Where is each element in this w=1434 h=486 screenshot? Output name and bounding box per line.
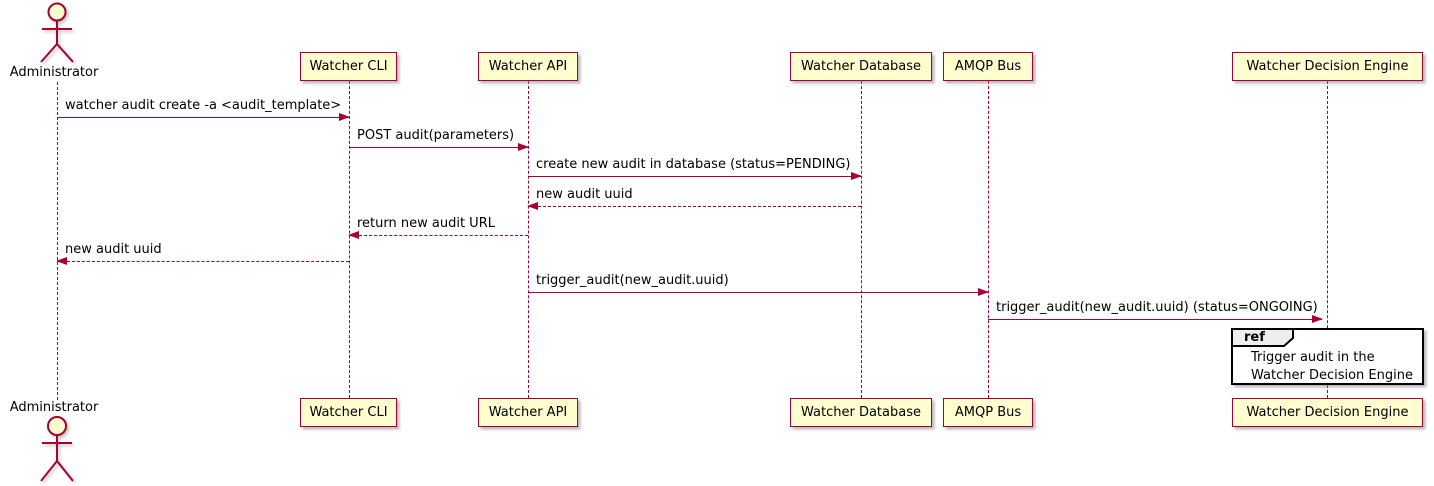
arrowhead-left-icon (56, 257, 67, 265)
lifeline-amqp-bus (988, 81, 989, 398)
participant-label: Watcher API (488, 405, 568, 420)
arrowhead-right-icon (518, 143, 529, 151)
arrowhead-right-icon (851, 172, 862, 180)
ref-fragment: ref Trigger audit in the Watcher Decisio… (1231, 328, 1424, 385)
participant-watcher-decision-engine-bottom: Watcher Decision Engine (1232, 398, 1423, 427)
participant-watcher-cli-top: Watcher CLI (300, 52, 397, 81)
participant-label: Watcher CLI (309, 405, 388, 420)
lifeline-watcher-cli (349, 81, 350, 398)
message-line (528, 176, 861, 177)
participant-label: Watcher Database (801, 59, 921, 74)
ref-text-line: Watcher Decision Engine (1251, 368, 1413, 383)
message-line (528, 206, 861, 207)
participant-watcher-decision-engine-top: Watcher Decision Engine (1232, 52, 1423, 81)
actor-label-administrator-bottom: Administrator (9, 400, 99, 415)
message-line (57, 117, 349, 118)
actor-label-administrator-top: Administrator (9, 65, 99, 80)
message-line (988, 319, 1322, 320)
arrowhead-left-icon (348, 231, 359, 239)
ref-header-pentagon-icon (1231, 328, 1294, 347)
administrator-actor-icon-bottom (40, 416, 74, 482)
message-label: new audit uuid (536, 187, 633, 202)
message-label: watcher audit create -a <audit_template> (65, 98, 342, 113)
message-label: trigger_audit(new_audit.uuid) (536, 273, 729, 288)
participant-label: Watcher CLI (309, 59, 388, 74)
lifeline-watcher-database (861, 81, 862, 398)
message-label: trigger_audit(new_audit.uuid) (status=ON… (996, 300, 1318, 315)
lifeline-watcher-decision-engine (1327, 81, 1328, 398)
ref-keyword: ref (1244, 330, 1265, 345)
participant-label: Watcher Database (801, 405, 921, 420)
message-label: create new audit in database (status=PEN… (536, 157, 851, 172)
arrowhead-right-icon (339, 113, 350, 121)
message-line (349, 235, 528, 236)
message-label: return new audit URL (357, 216, 495, 231)
participant-watcher-cli-bottom: Watcher CLI (300, 398, 397, 427)
participant-label: Watcher Decision Engine (1246, 405, 1409, 420)
participant-label: Watcher Decision Engine (1246, 59, 1409, 74)
participant-label: AMQP Bus (954, 59, 1022, 74)
administrator-actor-icon-top (40, 2, 74, 63)
message-line (349, 147, 528, 148)
participant-watcher-database-bottom: Watcher Database (790, 398, 932, 427)
participant-label: Watcher API (488, 59, 568, 74)
message-line (57, 261, 349, 262)
arrowhead-right-icon (978, 288, 989, 296)
participant-amqp-bus-bottom: AMQP Bus (943, 398, 1033, 427)
participant-label: AMQP Bus (954, 405, 1022, 420)
message-label: new audit uuid (65, 242, 162, 257)
lifeline-watcher-api (528, 81, 529, 398)
participant-watcher-api-bottom: Watcher API (478, 398, 578, 427)
message-label: POST audit(parameters) (357, 128, 515, 143)
arrowhead-right-icon (1312, 315, 1323, 323)
arrowhead-left-icon (527, 202, 538, 210)
participant-watcher-database-top: Watcher Database (790, 52, 932, 81)
participant-watcher-api-top: Watcher API (478, 52, 578, 81)
participant-amqp-bus-top: AMQP Bus (943, 52, 1033, 81)
lifeline-administrator (57, 82, 58, 400)
ref-text-line: Trigger audit in the (1251, 350, 1375, 365)
message-line (528, 292, 988, 293)
